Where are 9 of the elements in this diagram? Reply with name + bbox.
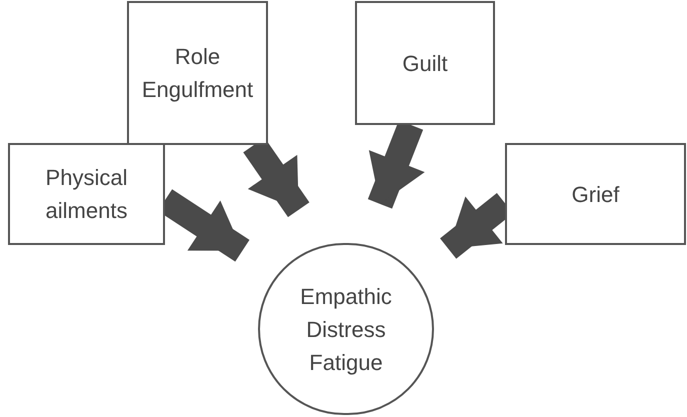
text-box (8, 143, 165, 245)
text-box (505, 143, 686, 245)
text-box (127, 1, 268, 145)
node-label: Empathic Distress Fatigue (299, 282, 393, 377)
node-label: Physical ailments (44, 164, 128, 225)
text-box (355, 1, 495, 125)
node-label: Grief (572, 180, 620, 208)
node-label: Guilt (402, 50, 448, 78)
node-label: Role Engulfment (140, 43, 254, 104)
